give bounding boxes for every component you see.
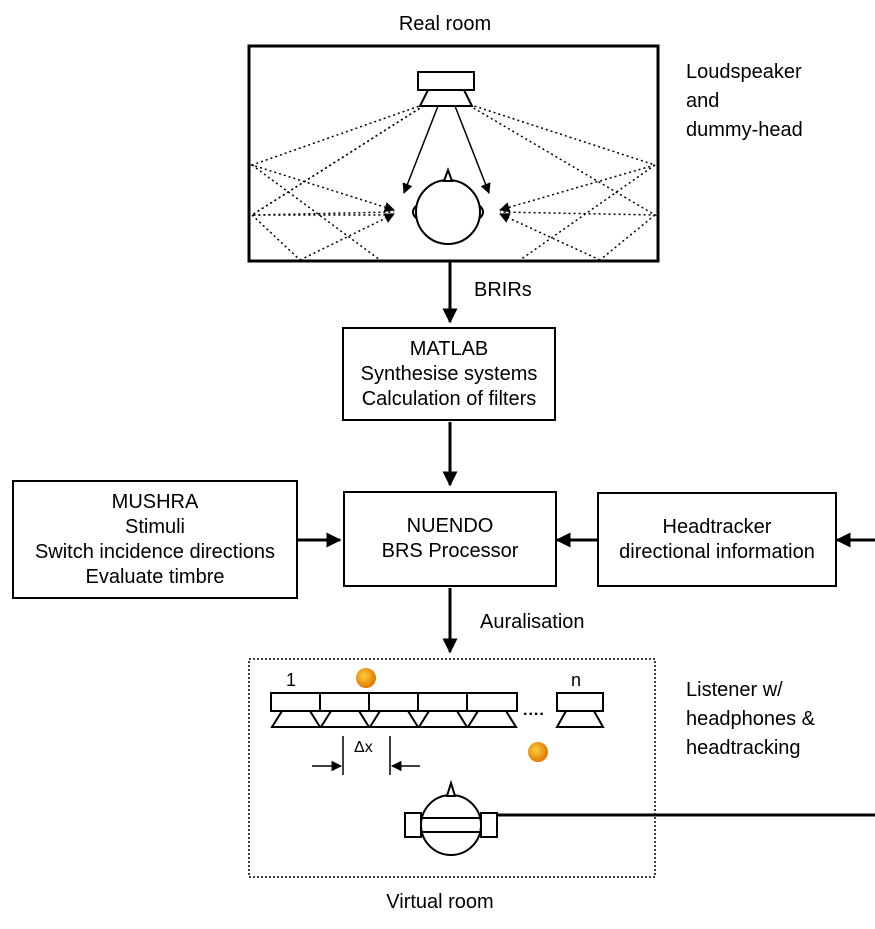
array-ellipsis: .... <box>523 702 545 719</box>
nuendo-line: BRS Processor <box>381 540 519 562</box>
spacing-label: Δx <box>354 739 373 756</box>
nuendo-box: NUENDO BRS Processor <box>343 491 557 587</box>
note-listener-line1: Listener w/ <box>686 679 783 701</box>
listener-headphones-icon <box>404 779 498 856</box>
headtracker-box: Headtracker directional information <box>597 492 837 587</box>
mushra-line: Switch incidence directions <box>34 540 276 563</box>
reflection-paths <box>249 102 658 261</box>
virtual-source-dot <box>528 742 548 762</box>
direct-paths <box>402 105 491 194</box>
flow-arrows <box>298 262 875 654</box>
loudspeaker-array <box>270 692 605 728</box>
real-room-frame <box>247 44 660 263</box>
note-loudspeaker-line3: dummy-head <box>686 119 803 141</box>
headtracker-title: Headtracker <box>662 515 772 538</box>
spacing-dimension <box>312 736 420 775</box>
virtual-room-title: Virtual room <box>386 891 494 913</box>
real-room-title: Real room <box>398 13 492 35</box>
mushra-title: MUSHRA <box>111 490 199 513</box>
array-first-label: 1 <box>286 670 297 690</box>
matlab-box: MATLAB Synthesise systems Calculation of… <box>342 327 556 421</box>
arrow-label-brirs: BRIRs <box>474 279 532 301</box>
matlab-title: MATLAB <box>409 337 489 360</box>
mushra-line: Evaluate timbre <box>85 565 225 588</box>
loudspeaker-icon <box>417 71 475 107</box>
virtual-source-dot <box>356 668 376 688</box>
mushra-box: MUSHRA Stimuli Switch incidence directio… <box>12 480 298 599</box>
matlab-line: Synthesise systems <box>360 362 538 385</box>
mushra-line: Stimuli <box>124 515 185 538</box>
note-loudspeaker-line1: Loudspeaker <box>686 61 802 83</box>
dummy-head-icon <box>412 167 484 245</box>
matlab-line: Calculation of filters <box>361 387 537 410</box>
note-loudspeaker-line2: and <box>686 90 720 112</box>
arrow-label-auralisation: Auralisation <box>480 611 585 633</box>
note-listener-line3: headtracking <box>686 737 801 759</box>
note-listener-line2: headphones & <box>686 708 816 730</box>
headtracker-line: directional information <box>619 540 815 563</box>
nuendo-title: NUENDO <box>406 515 494 537</box>
array-last-label: n <box>571 670 582 690</box>
